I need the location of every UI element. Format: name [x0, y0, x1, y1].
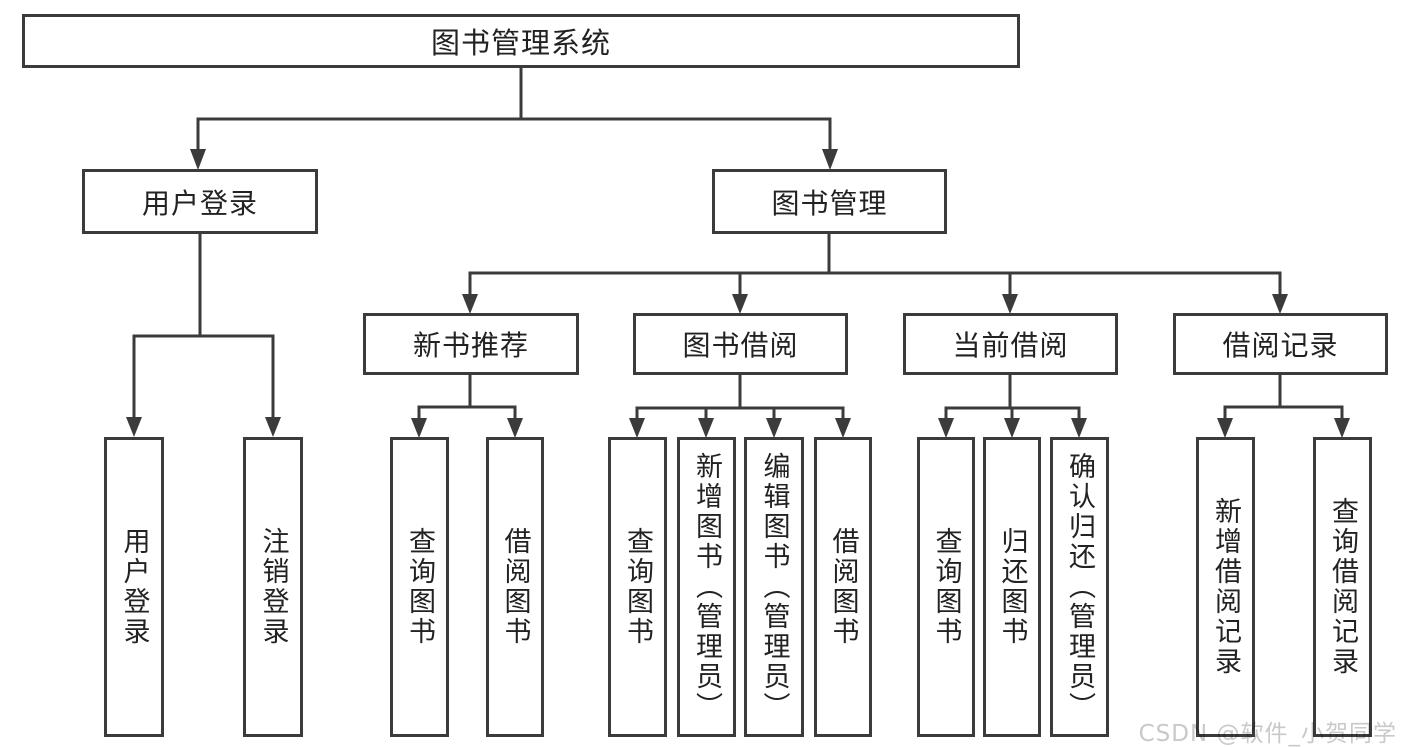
leaf-borrow-books-recommend: 借阅图书: [486, 437, 544, 737]
leaf-logout: 注销登录: [243, 437, 303, 737]
leaf-query-books-borrow: 查询图书: [608, 437, 667, 737]
leaf-confirm-return-admin: 确认归还（管理员）: [1050, 437, 1109, 737]
node-library-management-system: 图书管理系统: [22, 14, 1020, 68]
leaf-query-books-current: 查询图书: [917, 437, 975, 737]
node-user-login: 用户登录: [82, 169, 318, 234]
node-book-management: 图书管理: [712, 169, 947, 234]
leaf-query-books-recommend: 查询图书: [390, 437, 449, 737]
leaf-add-borrow-record: 新增借阅记录: [1196, 437, 1255, 737]
leaf-borrow-books: 借阅图书: [814, 437, 872, 737]
node-new-book-recommend: 新书推荐: [363, 313, 579, 375]
node-current-borrow: 当前借阅: [903, 313, 1118, 375]
csdn-watermark: CSDN @软件_小贺同学: [1138, 721, 1397, 747]
leaf-query-borrow-record: 查询借阅记录: [1313, 437, 1372, 737]
leaf-add-books-admin: 新增图书（管理员）: [677, 437, 736, 737]
leaf-user-login: 用户登录: [104, 437, 164, 737]
node-borrow-records: 借阅记录: [1173, 313, 1388, 375]
leaf-return-books: 归还图书: [983, 437, 1041, 737]
leaf-edit-books-admin: 编辑图书（管理员）: [744, 437, 804, 737]
node-book-borrow: 图书借阅: [633, 313, 848, 375]
